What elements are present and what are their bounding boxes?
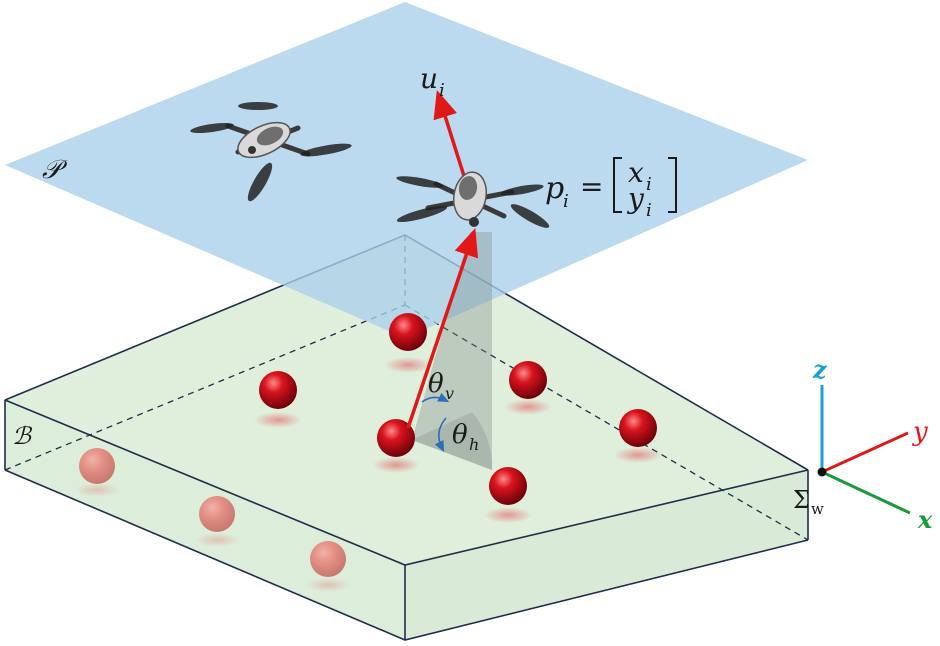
svg-text:i: i [646,174,652,195]
target-sphere-icon [389,313,427,351]
theta-h-arc [434,417,447,453]
svg-text:=: = [580,170,603,203]
target-sphere-icon [489,467,527,505]
svg-text:i: i [563,191,569,212]
position-equation: p i = x i y i [545,156,677,221]
theta-h-label: θ h [452,420,479,454]
svg-text:u: u [420,62,438,95]
svg-text:θ: θ [428,369,444,399]
svg-text:y: y [626,182,645,215]
drone-icon [396,171,550,228]
y-axis-label: y [912,417,928,447]
svg-text:x: x [628,156,644,189]
svg-text:p: p [545,171,564,206]
horizontal-angle-sector [412,412,493,470]
targets [254,313,662,523]
target-sphere-icon [619,409,657,447]
heading-arrow [433,89,466,177]
z-axis-label: z [812,355,828,384]
heading-label: u i [420,62,445,101]
svg-text:i: i [439,80,445,101]
target-sphere-icon [310,541,346,577]
theta-v-arc [421,392,450,403]
origin-dot [817,467,827,477]
target-sphere-icon [259,371,297,409]
box-label: ℬ [12,422,33,450]
world-frame-sub: w [811,500,824,518]
svg-text:v: v [445,384,454,403]
sightline-arrow [406,228,479,429]
target-sphere-icon [199,496,235,532]
x-axis-line [821,470,911,515]
target-sphere-icon [377,419,415,457]
y-axis-line [821,431,909,474]
projection-wedge [412,232,492,470]
plane-p [5,2,808,338]
faded-targets [75,448,350,592]
svg-text:h: h [469,435,479,454]
world-frame-axes: z y x Σ w [793,355,933,534]
target-sphere-icon [79,448,115,484]
world-frame-label: Σ [793,486,810,514]
svg-text:θ: θ [452,420,468,450]
x-axis-label: x [917,505,933,534]
drone-icon [190,102,352,202]
theta-v-label: θ v [428,369,454,403]
svg-text:i: i [646,200,652,221]
box-front-right-face [405,470,808,640]
target-sphere-icon [509,361,547,399]
